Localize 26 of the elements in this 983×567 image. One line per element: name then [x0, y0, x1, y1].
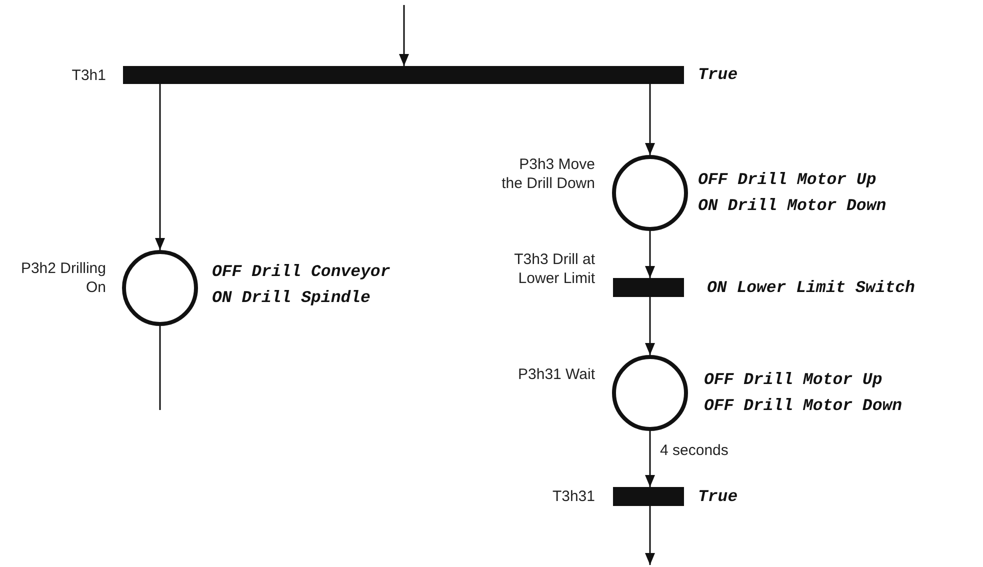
- arrow: [645, 431, 655, 487]
- node-name: T3h3 Drill at Lower Limit: [513, 250, 595, 288]
- action-label: OFF Drill Motor Up: [704, 369, 882, 391]
- connector-line: [159, 326, 161, 410]
- transition-bar: [613, 487, 684, 506]
- node-name: P3h3 Move the Drill Down: [500, 155, 595, 193]
- arrow: [399, 5, 409, 66]
- node-name: P3h31 Wait: [517, 365, 595, 384]
- action-label: ON Drill Spindle: [212, 287, 370, 309]
- arrow: [645, 84, 655, 155]
- action-label: ON Drill Motor Down: [698, 195, 886, 217]
- action-label: OFF Drill Motor Up: [698, 169, 876, 191]
- arrow: [645, 506, 655, 565]
- arrow: [155, 84, 165, 250]
- action-label: True: [698, 486, 738, 508]
- transition-bar: [613, 278, 684, 297]
- arrow: [645, 297, 655, 355]
- node-name: P3h2 Drilling On: [20, 259, 106, 297]
- node-name: T3h1: [70, 66, 106, 85]
- action-label: OFF Drill Motor Down: [704, 395, 902, 417]
- action-label: ON Lower Limit Switch: [707, 277, 915, 299]
- transition-bar: [123, 66, 684, 84]
- arrow: [645, 231, 655, 278]
- action-label: OFF Drill Conveyor: [212, 261, 390, 283]
- action-label: True: [698, 64, 738, 86]
- node-name: T3h31: [551, 487, 595, 506]
